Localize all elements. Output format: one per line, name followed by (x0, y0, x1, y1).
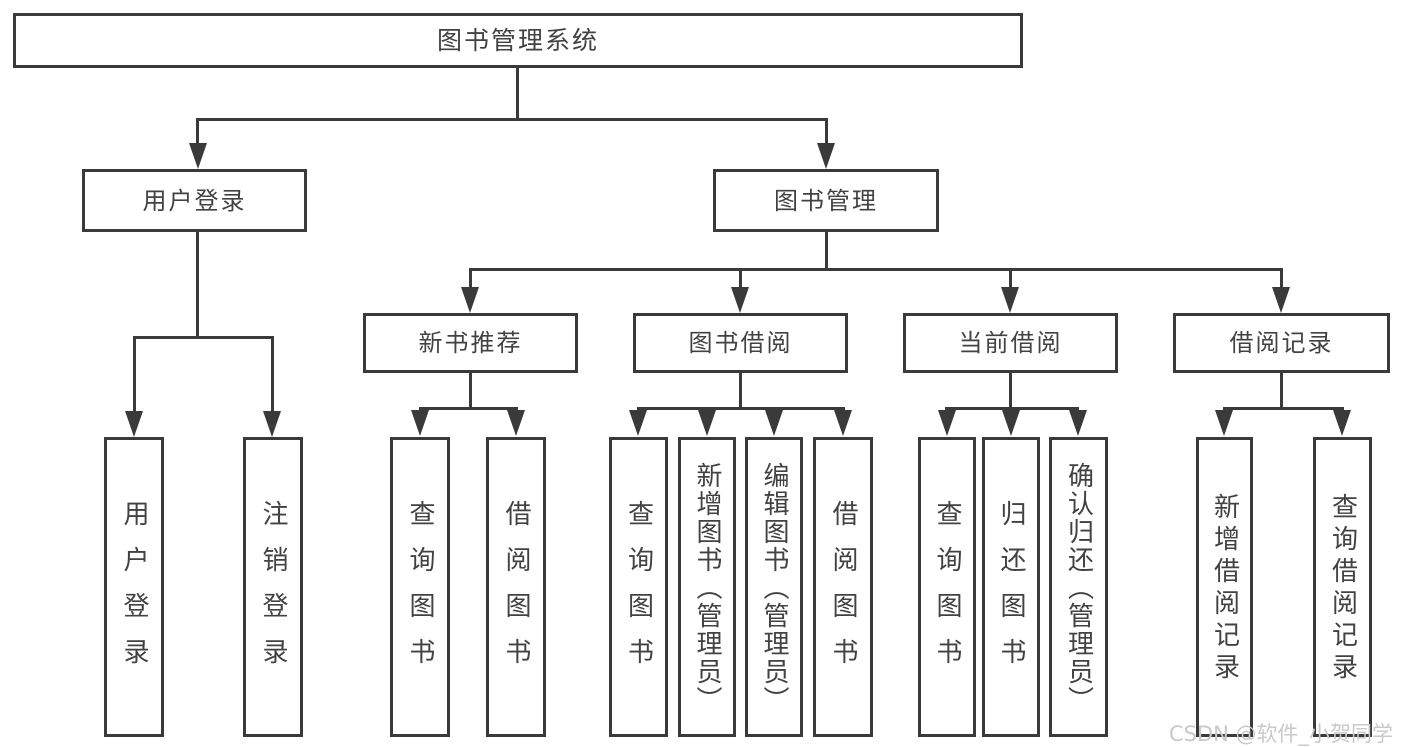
connector-new-book-hline (419, 407, 518, 410)
arrow-down-icon (1002, 410, 1020, 436)
leaf-label: 注销登录 (258, 500, 288, 684)
leaf-label: 新增借阅记录 (1209, 492, 1240, 685)
connector-borrow-records-stem (1280, 373, 1283, 410)
arrow-down-icon (629, 410, 647, 436)
connector-current-borrow-hline (945, 407, 1079, 410)
node-label: 图书管理 (774, 186, 878, 215)
arrow-down-icon (1333, 410, 1351, 436)
leaf-confirm-return-admin: 确认归还（管理员） (1049, 437, 1108, 737)
connector-book-management-stem (825, 232, 828, 268)
leaf-label: 查询图书 (623, 500, 654, 684)
node-new-book-recommend: 新书推荐 (363, 313, 578, 373)
arrow-down-icon (461, 287, 479, 313)
connector-book-borrow-stem (739, 373, 742, 410)
leaf-label: 查询借阅记录 (1327, 492, 1358, 685)
leaf-query-borrow-record: 查询借阅记录 (1313, 437, 1372, 737)
arrow-down-icon (1215, 410, 1233, 436)
arrow-down-icon (1069, 410, 1087, 436)
connector-stem-book-borrow (739, 268, 742, 290)
leaf-borrow-books-newrec: 借阅图书 (486, 437, 546, 737)
node-label: 借阅记录 (1229, 329, 1334, 357)
leaf-return-books: 归还图书 (982, 437, 1040, 737)
node-label: 图书管理系统 (436, 26, 599, 55)
connector-current-borrow-stem (1009, 373, 1012, 410)
arrow-down-icon (834, 410, 852, 436)
leaf-label: 借阅图书 (828, 500, 858, 684)
node-current-borrow: 当前借阅 (903, 313, 1118, 373)
arrow-down-icon (938, 410, 956, 436)
node-book-borrow: 图书借阅 (633, 313, 848, 373)
node-library-management-system: 图书管理系统 (13, 13, 1023, 68)
arrow-down-icon (411, 410, 429, 436)
leaf-add-borrow-record: 新增借阅记录 (1196, 437, 1253, 737)
leaf-label: 查询图书 (932, 500, 962, 684)
connector-book-management-hline (469, 268, 1283, 271)
arrow-down-icon (507, 410, 525, 436)
leaf-query-books-borrow: 查询图书 (609, 437, 668, 737)
leaf-label: 归还图书 (996, 500, 1026, 684)
arrow-down-icon (189, 143, 207, 169)
node-label: 当前借阅 (958, 329, 1063, 357)
node-borrow-records: 借阅记录 (1173, 313, 1390, 373)
leaf-label: 编辑图书（管理员） (759, 461, 789, 714)
leaf-label: 用户登录 (119, 500, 149, 684)
connector-stem-current-borrow (1009, 268, 1012, 290)
node-label: 图书借阅 (688, 329, 793, 357)
arrow-down-icon (1272, 287, 1290, 313)
connector-stem-book-management (825, 118, 828, 148)
leaf-label: 新增图书（管理员） (692, 461, 722, 714)
leaf-user-login: 用户登录 (104, 437, 164, 737)
arrow-down-icon (125, 411, 143, 437)
node-label: 新书推荐 (418, 329, 523, 357)
node-user-login: 用户登录 (82, 169, 307, 232)
leaf-label: 查询图书 (405, 500, 435, 684)
leaf-borrow-books-borrow: 借阅图书 (813, 437, 873, 737)
leaf-label: 确认归还（管理员） (1063, 461, 1094, 714)
leaf-edit-books-admin: 编辑图书（管理员） (745, 437, 803, 737)
leaf-add-books-admin: 新增图书（管理员） (678, 437, 736, 737)
connector-new-book-stem (469, 373, 472, 410)
connector-root-stem (516, 68, 519, 118)
connector-stem-leaf-logout (271, 336, 274, 412)
connector-book-borrow-hline (637, 407, 845, 410)
leaf-query-books-current: 查询图书 (918, 437, 976, 737)
arrow-down-icon (817, 143, 835, 169)
arrow-down-icon (731, 287, 749, 313)
arrow-down-icon (698, 410, 716, 436)
connector-user-login-hline (133, 336, 274, 339)
connector-stem-user-login (196, 118, 199, 148)
connector-borrow-records-hline (1223, 407, 1344, 410)
csdn-watermark: CSDN @软件_小贺同学 (1169, 722, 1394, 746)
connector-stem-new-book (469, 268, 472, 290)
connector-user-login-stem (196, 232, 199, 336)
connector-root-hline (196, 118, 828, 121)
connector-stem-leaf-user-login (133, 336, 136, 412)
leaf-logout-login: 注销登录 (243, 437, 303, 737)
connector-stem-borrow-records (1280, 268, 1283, 290)
node-label: 用户登录 (142, 186, 247, 215)
arrow-down-icon (1001, 287, 1019, 313)
arrow-down-icon (263, 411, 281, 437)
leaf-label: 借阅图书 (501, 500, 531, 684)
node-book-management: 图书管理 (713, 169, 939, 232)
leaf-query-books-newrec: 查询图书 (390, 437, 450, 737)
arrow-down-icon (765, 410, 783, 436)
